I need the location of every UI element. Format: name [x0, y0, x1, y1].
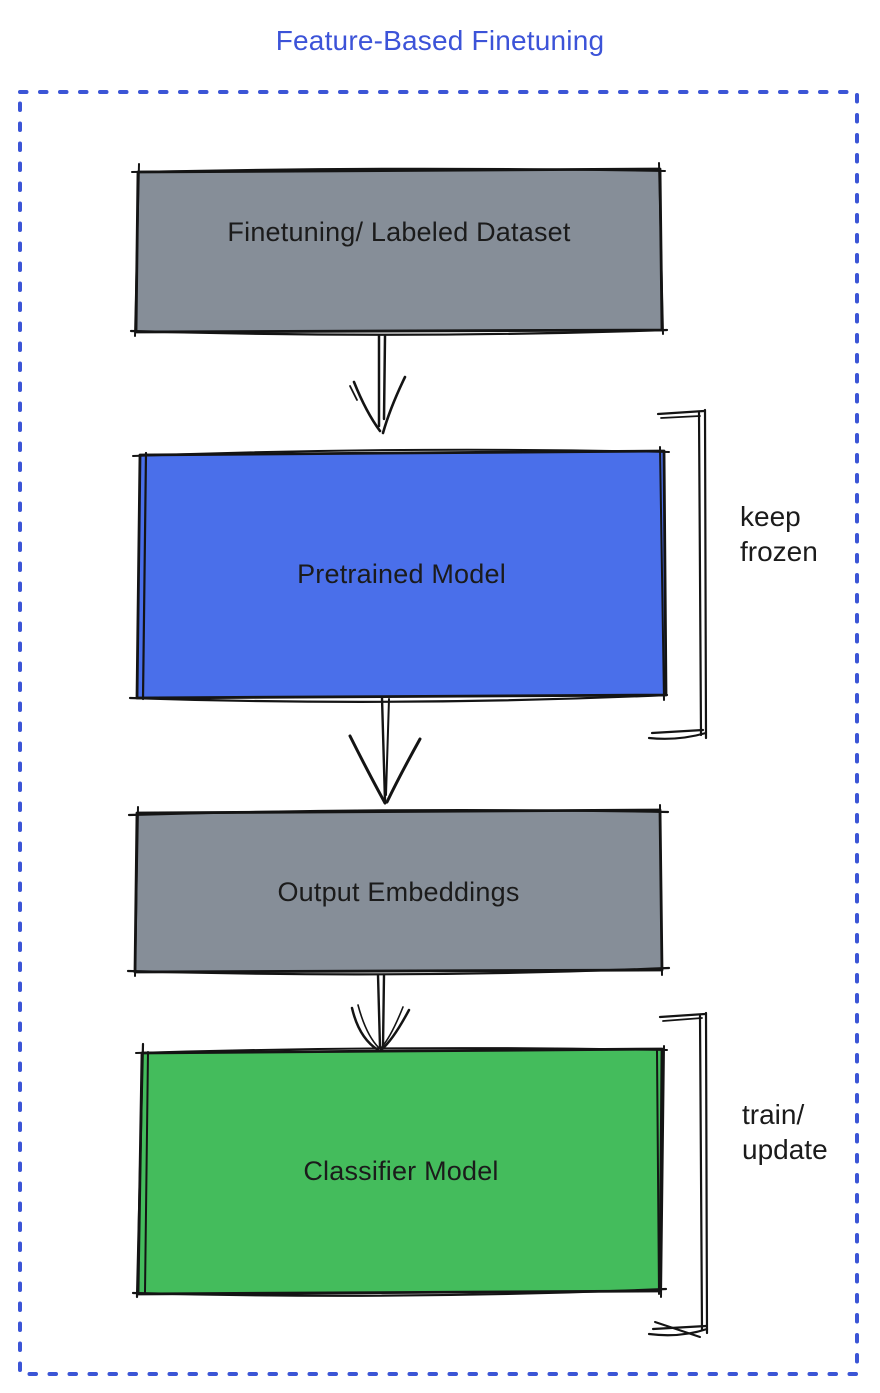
- node-classifier-shape: [131, 1042, 668, 1299]
- node-embeddings-shape: [126, 804, 671, 977]
- node-label-embeddings: Output Embeddings: [277, 877, 520, 907]
- arrow-embeddings-to-classifier: [350, 973, 411, 1052]
- bracket-train-update: [647, 1011, 709, 1338]
- diagram-title: Feature-Based Finetuning: [275, 25, 605, 56]
- annotation-train-update-line1: train/: [742, 1099, 805, 1130]
- node-label-pretrained: Pretrained Model: [297, 559, 506, 589]
- annotation-keep-frozen: keep frozen: [740, 499, 818, 569]
- node-dataset-shape: [129, 162, 669, 337]
- annotation-train-update-line2: update: [742, 1134, 828, 1165]
- annotation-train-update: train/ update: [742, 1097, 828, 1167]
- node-label-classifier: Classifier Model: [303, 1156, 499, 1186]
- arrow-dataset-to-pretrained: [349, 334, 407, 435]
- dashed-container-border: [18, 90, 859, 1376]
- arrow-pretrained-to-embeddings: [348, 696, 422, 805]
- annotation-keep-frozen-line1: keep: [740, 501, 801, 532]
- bracket-keep-frozen: [647, 408, 708, 740]
- node-label-dataset: Finetuning/ Labeled Dataset: [227, 217, 571, 247]
- annotation-keep-frozen-line2: frozen: [740, 536, 818, 567]
- node-pretrained-shape: [128, 446, 670, 703]
